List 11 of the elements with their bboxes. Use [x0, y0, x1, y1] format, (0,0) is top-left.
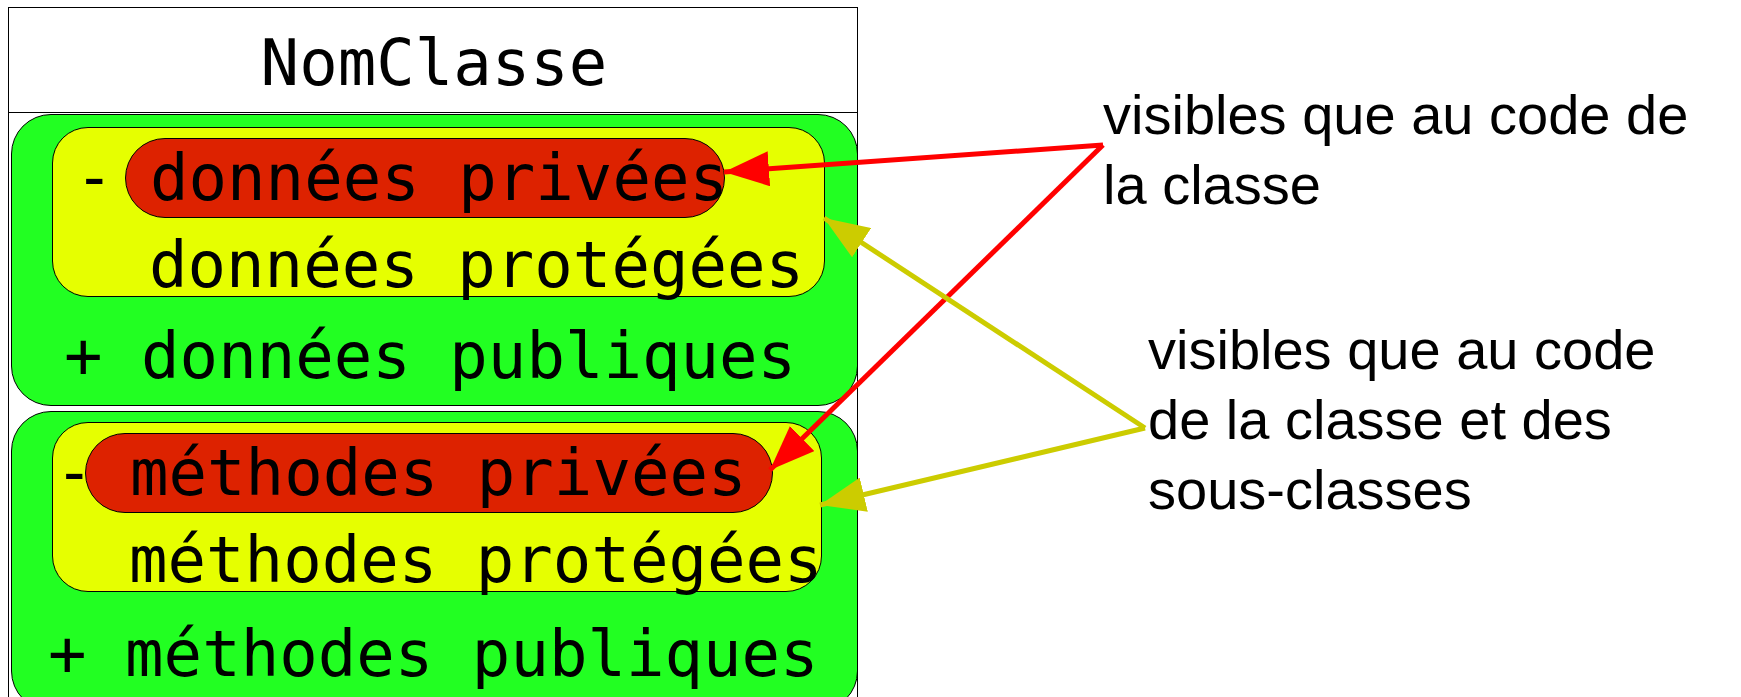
section-panel	[11, 411, 857, 697]
annotation-text: visibles que au code de la classe et des sous-classes	[1148, 317, 1657, 523]
section-panel	[11, 114, 857, 406]
arrow	[723, 142, 1104, 187]
visibility-sign: -	[75, 145, 114, 209]
annotation-text: visibles que au code de la classe	[1103, 82, 1690, 218]
class-box	[8, 7, 858, 697]
arrow	[819, 425, 1146, 512]
arrow	[768, 143, 1105, 472]
class-name: NomClasse	[259, 31, 609, 95]
visibility-sign: -	[55, 440, 94, 504]
